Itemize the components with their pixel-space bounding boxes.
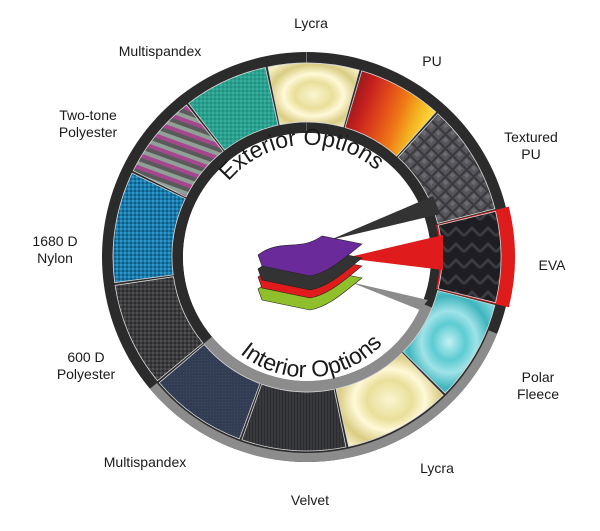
swatch-polar-fleece bbox=[402, 290, 496, 394]
label-line: Fleece bbox=[517, 386, 559, 402]
label-line: PU bbox=[422, 53, 441, 69]
label-line: Two-tone bbox=[59, 107, 117, 123]
label-line: Multispandex bbox=[119, 43, 202, 59]
label-multispandex-int: Multispandex bbox=[104, 454, 187, 470]
swatch-1680d-nylon bbox=[112, 172, 186, 284]
interior-ring-inner bbox=[203, 303, 433, 392]
label-multispandex-ext: Multispandex bbox=[119, 43, 202, 59]
label-lycra-ext: Lycra bbox=[294, 15, 328, 31]
label-line: Polyester bbox=[59, 124, 118, 140]
swatch-eva bbox=[437, 210, 502, 304]
label-eva: EVA bbox=[539, 257, 567, 273]
interior-ring-outer bbox=[149, 330, 498, 462]
label-line: 1680 D bbox=[32, 233, 77, 249]
label-line: Polyester bbox=[57, 366, 116, 382]
swatch-600d-polyester bbox=[114, 276, 204, 382]
swatch-velvet bbox=[241, 383, 347, 452]
layer-connectors bbox=[330, 196, 443, 310]
label-line: 600 D bbox=[67, 349, 104, 365]
label-line: Lycra bbox=[294, 15, 328, 31]
swatch-multispandex-int bbox=[158, 343, 261, 440]
fabric-segments bbox=[112, 62, 502, 452]
swatch-multispandex-ext bbox=[188, 67, 279, 151]
label-line: Velvet bbox=[291, 492, 329, 508]
connector-exterior bbox=[330, 196, 440, 240]
label-line: Polar bbox=[522, 369, 555, 385]
label-line: Nylon bbox=[37, 250, 73, 266]
label-line: Lycra bbox=[420, 460, 454, 476]
connector-eva bbox=[345, 235, 443, 270]
fabric-layers-icon bbox=[257, 235, 363, 311]
label-pu: PU bbox=[422, 53, 441, 69]
swatch-textured-pu bbox=[397, 113, 496, 224]
label-line: EVA bbox=[539, 257, 567, 273]
swatch-lycra-int bbox=[335, 352, 444, 447]
label-lycra-int: Lycra bbox=[420, 460, 454, 476]
layer-top-purple bbox=[257, 235, 363, 277]
connector-interior bbox=[350, 282, 428, 310]
swatch-lycra-ext bbox=[267, 62, 360, 128]
label-line: Textured bbox=[504, 129, 558, 145]
label-line: PU bbox=[521, 146, 540, 162]
swatch-two-tone-polyester bbox=[132, 104, 224, 198]
label-line: Multispandex bbox=[104, 454, 187, 470]
swatch-pu bbox=[344, 70, 437, 157]
label-velvet: Velvet bbox=[291, 492, 329, 508]
